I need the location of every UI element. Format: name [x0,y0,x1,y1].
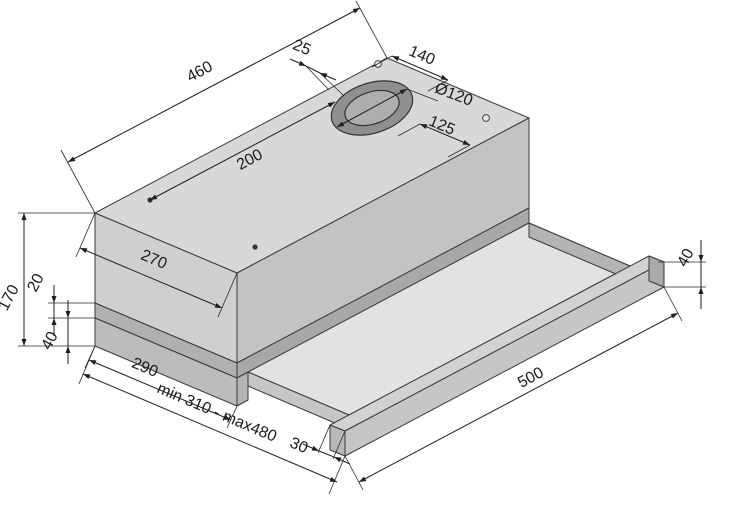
dim-label-height-total: 170 [0,282,23,314]
dim-line-hole-back-offset [305,65,321,74]
dim-line-top-depth [79,247,223,309]
dim-line-hole-diameter [336,88,408,128]
extension-line [371,55,393,68]
extension-line [317,424,331,454]
extension-line [355,0,388,59]
dim-line-panel-width [358,312,679,483]
leader-line [406,88,439,102]
dimension-lines [21,7,704,483]
extension-line [78,345,96,385]
dim-label-panel-width: 500 [515,364,547,392]
extension-line [75,212,96,258]
extension-line [60,149,96,214]
extension-line [397,123,421,137]
dim-label-hole-back-offset: 25 [290,37,313,60]
dim-label-panel-thickness: 30 [287,435,310,458]
extension-line [328,455,346,495]
dim-label-height-upper: 20 [24,271,47,295]
dim-label-height-lower: 40 [38,329,61,353]
extension-line [447,144,471,158]
mount-hole [252,244,258,250]
dim-line-panel-thickness [318,450,335,458]
dim-arrow-stub [302,443,320,452]
dim-label-panel-height: 40 [674,246,697,270]
extension-line [663,286,683,322]
dim-line-depth-range [82,373,338,483]
dim-arrow-stub [289,58,307,67]
dim-line-hole-side-offset [391,55,449,81]
dim-line-hole-front-offset [419,123,471,146]
screw-hole [482,114,490,122]
dim-line-body-width [67,7,361,163]
dim-arrow-stub [333,456,351,465]
extension-line [427,79,449,92]
extension-line [344,455,364,491]
dim-label-hole-side-offset: 140 [406,43,437,69]
dim-line-mount-offset [149,101,336,201]
panel-right-end-face [648,255,665,288]
panel-left-end-face [329,424,346,457]
dim-arrow-stub [319,72,337,81]
housing-front-sliver [236,371,249,407]
dim-label-body-width: 460 [184,58,216,86]
extension-line [217,272,238,318]
